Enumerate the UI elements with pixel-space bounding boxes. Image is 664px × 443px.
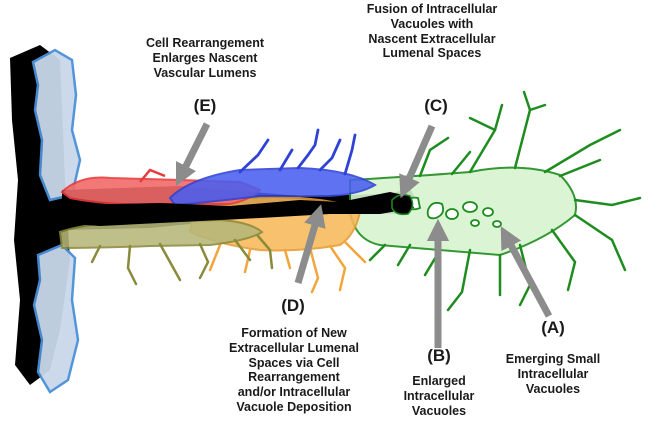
upper-endothelial-cell	[33, 50, 80, 200]
olive-endothelial-cell	[60, 220, 272, 284]
label-c-letter: (C)	[411, 96, 461, 116]
label-a-caption: Emerging Small Intracellular Vacuoles	[494, 352, 612, 396]
label-d-caption: Formation of New Extracellular Lumenal S…	[208, 326, 380, 415]
label-d-letter: (D)	[268, 296, 318, 316]
label-a-letter: (A)	[528, 318, 578, 338]
label-e-caption: Cell Rearrangement Enlarges Nascent Vasc…	[130, 36, 280, 80]
label-b-letter: (B)	[414, 346, 464, 366]
lower-endothelial-cell	[34, 245, 78, 392]
arrow-e	[181, 124, 207, 176]
fusing-vacuole	[392, 195, 413, 215]
label-b-caption: Enlarged Intracellular Vacuoles	[384, 374, 494, 418]
label-c-caption: Fusion of Intracellular Vacuoles with Na…	[340, 2, 524, 61]
label-e-letter: (E)	[180, 96, 230, 116]
arrow-a	[506, 236, 549, 316]
